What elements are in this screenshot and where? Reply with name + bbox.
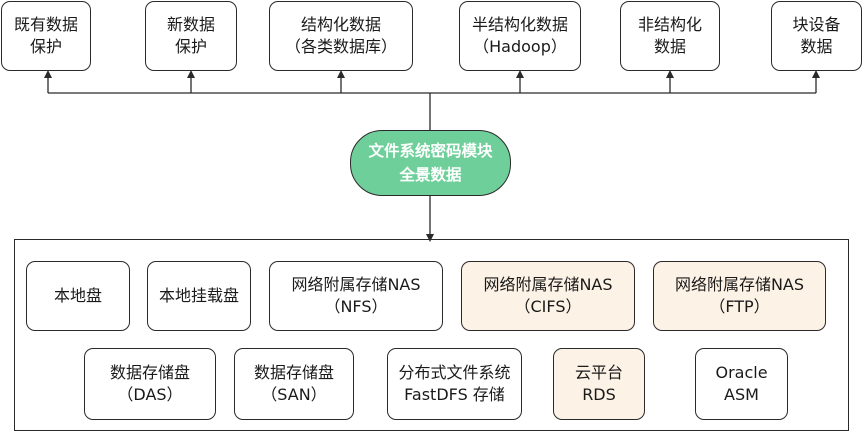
node-semi-structured-data: 半结构化数据 （Hadoop）: [459, 1, 581, 71]
storage-oracle-asm: Oracle ASM: [695, 348, 788, 420]
storage-das: 数据存储盘 （DAS）: [84, 348, 216, 420]
storage-nas-nfs: 网络附属存储NAS （NFS）: [269, 261, 443, 331]
storage-container: [14, 239, 849, 431]
storage-nas-cifs: 网络附属存储NAS （CIFS）: [461, 261, 635, 331]
node-structured-data: 结构化数据 （各类数据库）: [269, 1, 413, 71]
storage-nas-ftp: 网络附属存储NAS （FTP）: [653, 261, 826, 331]
node-existing-data-protection: 既有数据 保护: [1, 1, 91, 71]
storage-san: 数据存储盘 （SAN）: [234, 348, 354, 420]
storage-local-mounted-disk: 本地挂载盘: [147, 261, 251, 331]
node-unstructured-data: 非结构化 数据: [620, 1, 720, 71]
storage-local-disk: 本地盘: [26, 261, 130, 331]
node-block-device-data: 块设备 数据: [771, 1, 862, 71]
storage-cloud-rds: 云平台 RDS: [553, 348, 645, 420]
storage-fastdfs: 分布式文件系统 FastDFS 存储: [387, 348, 522, 420]
center-node-file-system-crypto-module: 文件系统密码模块 全景数据: [350, 130, 511, 196]
node-new-data-protection: 新数据 保护: [145, 1, 237, 71]
